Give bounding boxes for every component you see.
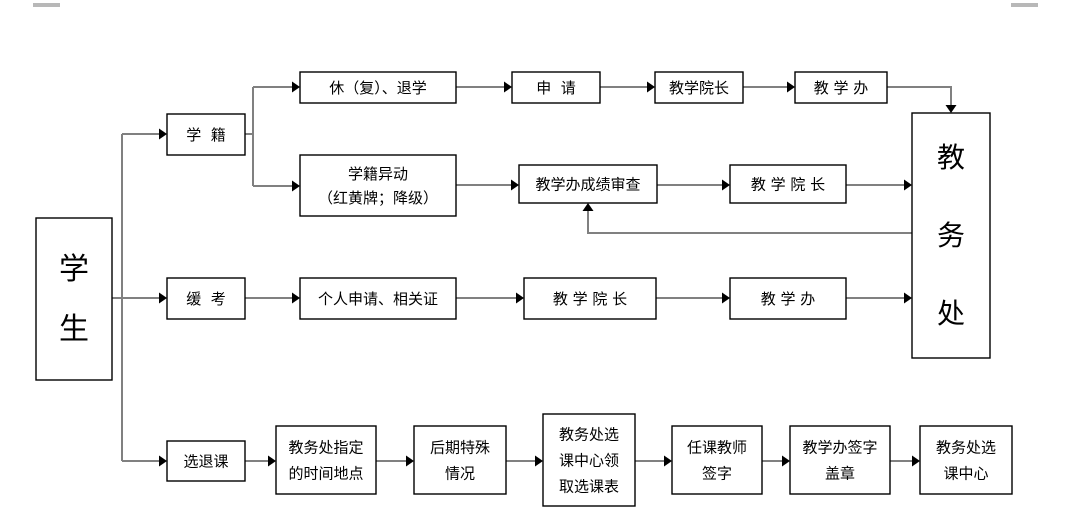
node-personal-app-rect[interactable] (299, 277, 457, 320)
node-application-rect[interactable] (511, 71, 601, 104)
node-special-case[interactable]: 后期特殊情况 (413, 425, 507, 495)
node-course-select-rect[interactable] (166, 440, 246, 482)
node-teacher-sign-label: 任课教师签字 (687, 438, 747, 482)
node-office-row3-label: 教 学 办 (761, 290, 816, 308)
node-dean-row3[interactable]: 教 学 院 长 (523, 277, 657, 320)
connector-layer (112, 81, 957, 467)
edge-office-top-to-affairs-office (887, 86, 952, 105)
arrowhead-to-select-center (912, 455, 920, 467)
arrowhead-to-course-select (159, 455, 167, 467)
node-suspend-withdraw-rect[interactable] (299, 71, 457, 104)
node-select-center-label: 教务处选课中心 (936, 438, 996, 482)
node-personal-app[interactable]: 个人申请、相关证 (299, 277, 457, 320)
arrowhead-to-academic-status (159, 128, 167, 140)
node-teacher-sign-rect[interactable] (671, 425, 763, 495)
node-dean-mid-label: 教 学 院 长 (751, 175, 825, 193)
node-dean-mid-rect[interactable] (729, 164, 847, 204)
arrowhead-to-dean-top (647, 81, 655, 93)
node-application[interactable]: 申 请 (511, 71, 601, 104)
node-dean-row3-rect[interactable] (523, 277, 657, 320)
node-academic-status-label: 学 籍 (186, 126, 226, 144)
node-affairs-office-rect[interactable] (911, 112, 991, 359)
node-student[interactable]: 学生 (35, 217, 113, 381)
node-teacher-sign[interactable]: 任课教师签字 (671, 425, 763, 495)
node-office-top-rect[interactable] (794, 71, 888, 104)
node-special-case-rect[interactable] (413, 425, 507, 495)
node-dean-top[interactable]: 教学院长 (654, 71, 744, 104)
margin-mark-left (33, 3, 60, 7)
node-status-change-label: 学籍异动（红黄牌；降级） (318, 165, 438, 207)
node-deferred-exam-rect[interactable] (166, 277, 246, 320)
arrowhead-to-deferred-exam (159, 292, 167, 304)
node-get-schedule-rect[interactable] (542, 413, 636, 507)
node-suspend-withdraw[interactable]: 休（复）、退学 (299, 71, 457, 104)
margin-mark-right (1011, 3, 1038, 7)
node-get-schedule-label: 教务处选课中心领取选课表 (559, 425, 619, 495)
node-office-sign[interactable]: 教学办签字盖章 (789, 425, 891, 495)
node-dean-top-label: 教学院长 (669, 79, 729, 97)
arrowhead-to-dean-mid (722, 179, 730, 191)
node-dean-row3-label: 教 学 院 长 (553, 290, 627, 308)
node-student-label: 学生 (59, 252, 89, 347)
node-grade-review-label: 教学办成绩审查 (535, 175, 640, 193)
arrowhead-feedback-to-grade-review (582, 203, 594, 211)
node-grade-review-rect[interactable] (518, 164, 658, 204)
node-office-row3-rect[interactable] (729, 277, 847, 320)
node-dean-top-rect[interactable] (654, 71, 744, 104)
arrowhead-to-dean-row3 (516, 292, 524, 304)
arrowhead-to-office-row3 (722, 292, 730, 304)
node-personal-app-label: 个人申请、相关证 (318, 290, 438, 308)
node-time-place-label: 教务处指定的时间地点 (288, 438, 363, 482)
node-affairs-office[interactable]: 教务处 (911, 112, 991, 359)
node-deferred-exam[interactable]: 缓 考 (166, 277, 246, 320)
arrowhead-to-office-top (787, 81, 795, 93)
arrowhead-to-affairs-office-bottom (904, 292, 912, 304)
node-office-top[interactable]: 教 学 办 (794, 71, 888, 104)
node-affairs-office-label: 教务处 (937, 141, 965, 330)
node-office-row3[interactable]: 教 学 办 (729, 277, 847, 320)
node-course-select-label: 选退课 (183, 452, 228, 470)
arrowhead-to-special-case (406, 455, 414, 467)
node-deferred-exam-label: 缓 考 (186, 290, 226, 308)
node-student-rect[interactable] (35, 217, 113, 381)
arrowhead-to-teacher-sign (664, 455, 672, 467)
arrowhead-to-affairs-office-mid (904, 179, 912, 191)
arrowhead-to-office-sign (782, 455, 790, 467)
node-academic-status[interactable]: 学 籍 (166, 113, 246, 156)
node-grade-review[interactable]: 教学办成绩审查 (518, 164, 658, 204)
node-office-sign-label: 教学办签字盖章 (802, 438, 877, 482)
node-office-sign-rect[interactable] (789, 425, 891, 495)
node-special-case-label: 后期特殊情况 (430, 438, 490, 482)
arrowhead-to-personal-app (292, 292, 300, 304)
arrowhead-to-get-schedule (535, 455, 543, 467)
arrowhead-to-application (504, 81, 512, 93)
arrowhead-to-grade-review (511, 179, 519, 191)
edge-affairs-office-feedback (587, 211, 912, 234)
node-status-change[interactable]: 学籍异动（红黄牌；降级） (299, 154, 457, 217)
node-suspend-withdraw-label: 休（复）、退学 (329, 79, 427, 97)
node-course-select[interactable]: 选退课 (166, 440, 246, 482)
node-layer: 学生 学 籍 休（复）、退学 申 请 教学院长 教 学 办 (35, 71, 1013, 507)
node-time-place[interactable]: 教务处指定的时间地点 (275, 425, 377, 495)
arrowhead-to-status-change (292, 180, 300, 192)
node-dean-mid[interactable]: 教 学 院 长 (729, 164, 847, 204)
node-academic-status-rect[interactable] (166, 113, 246, 156)
node-application-label: 申 请 (536, 79, 576, 97)
arrowhead-to-affairs-office-top (945, 105, 957, 113)
node-select-center[interactable]: 教务处选课中心 (919, 425, 1013, 495)
node-status-change-rect[interactable] (299, 154, 457, 217)
node-get-schedule[interactable]: 教务处选课中心领取选课表 (542, 413, 636, 507)
node-time-place-rect[interactable] (275, 425, 377, 495)
arrowhead-to-suspend-withdraw (292, 81, 300, 93)
node-select-center-rect[interactable] (919, 425, 1013, 495)
arrowhead-to-time-place (268, 455, 276, 467)
node-office-top-label: 教 学 办 (814, 79, 869, 97)
